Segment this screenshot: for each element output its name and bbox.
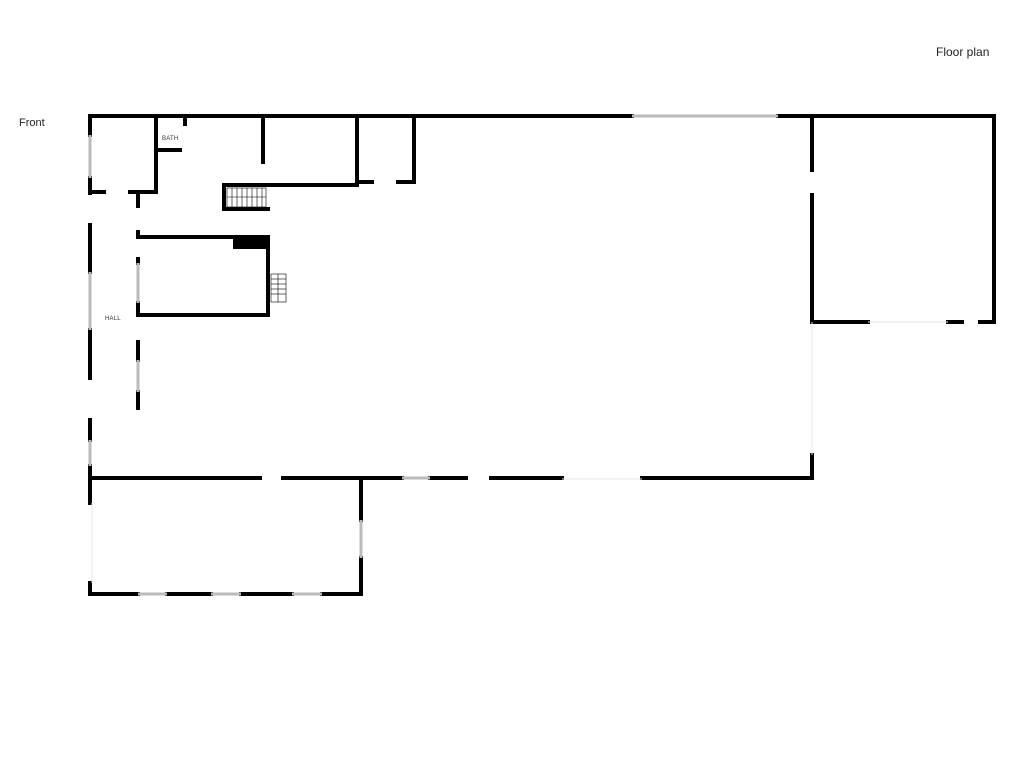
windows [88,114,778,596]
plan-title: Floor plan [936,45,990,59]
room-label-bath: BATH [162,136,179,142]
stairs-icon [226,187,287,303]
fireplace-block [233,237,266,249]
walls [88,114,996,596]
room-label-hall: HALL [105,316,121,322]
front-orientation-label: Front [19,117,45,129]
openings [91,321,948,583]
